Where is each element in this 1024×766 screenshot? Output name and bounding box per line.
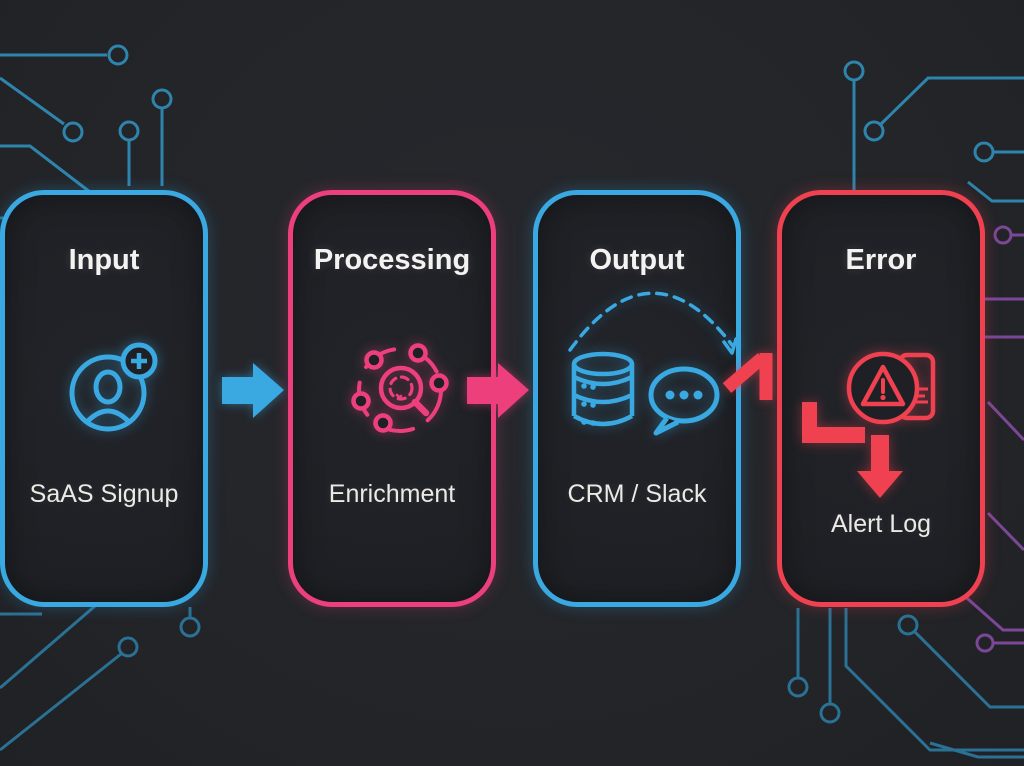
stage-card-input: Input SaAS Signup (0, 190, 208, 607)
elbow-down-arrow-icon (802, 402, 903, 498)
network-search-icon (351, 343, 449, 433)
stage-label: Enrichment (328, 480, 456, 508)
stage-label: SaAS Signup (29, 480, 179, 508)
chat-bubble-icon (648, 366, 720, 436)
stage-title: Output (589, 244, 685, 276)
dashed-loop-arrow-icon (568, 291, 738, 355)
stage-card-processing: Processing Enrichment (288, 190, 496, 607)
stage-title: Input (68, 244, 140, 276)
warning-document-icon (846, 351, 936, 425)
user-add-icon (69, 342, 158, 432)
stage-label: Alert Log (830, 510, 932, 538)
stage-title: Error (845, 244, 917, 276)
stage-label: CRM / Slack (567, 480, 707, 508)
stage-card-error: Error Alert Log (777, 190, 985, 607)
stage-card-output: Output CRM / Slack (533, 190, 741, 607)
stage-title: Processing (313, 244, 471, 276)
database-icon (571, 351, 635, 427)
